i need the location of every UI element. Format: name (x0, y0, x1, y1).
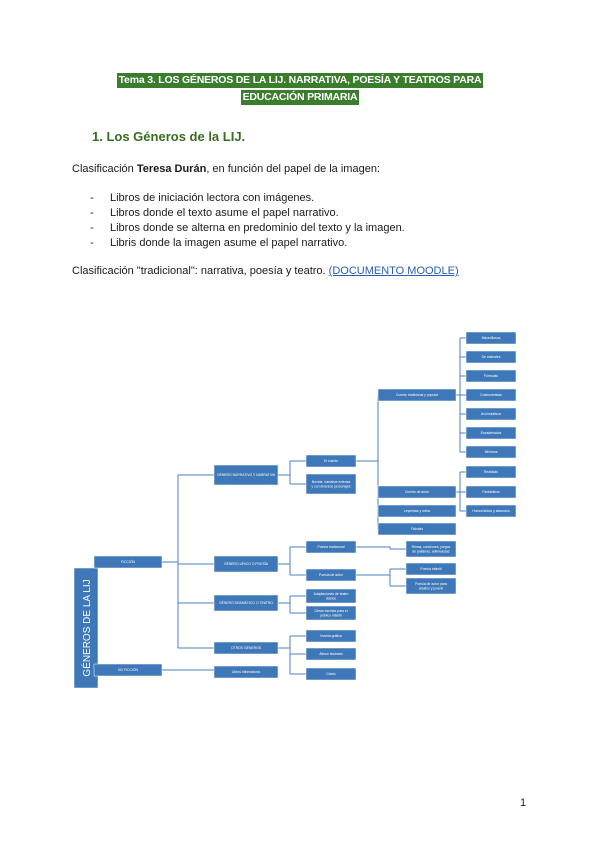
diagram-node-dramatico (213, 594, 279, 612)
diagram-node-label: Realistas (484, 470, 498, 474)
diagram-root-label: GÉNEROS DE LA LIJ (80, 579, 93, 676)
diagram-node-label: y con diversos personajes (311, 484, 351, 488)
diagram-node-a-3 (465, 504, 517, 518)
diagram-node-otros-2 (305, 647, 357, 661)
diagram-node-otros-1 (305, 629, 357, 643)
list-item-text: Libros de iniciación lectora con imágene… (110, 192, 315, 204)
diagram-node-label: Costumbristas (480, 393, 502, 397)
diagram-node-label: OTROS GÉNEROS (231, 645, 262, 650)
diagram-node-label: GÉNERO DRAMÁTICO O TEATRO (219, 600, 273, 605)
diagram-node-label: Cuento tradicional y popular (396, 393, 439, 397)
list-item-text: Libros donde el texto asume el papel nar… (110, 207, 339, 219)
diagram-node-label: Poesía tradicional (318, 545, 345, 549)
diagram-node-label: Adaptaciones de teatro (314, 592, 349, 596)
diagram-node-poesia-trad-child (405, 540, 457, 558)
diagram-node-otros (213, 641, 279, 655)
diagram-node-poesia-trad (305, 540, 357, 554)
diagram-node-tradicional (377, 388, 457, 402)
list-item-text: Libris donde la imagen asume el papel na… (110, 237, 348, 249)
document-title: Tema 3. LOS GÉNEROS DE LA LIJ. NARRATIVA… (0, 71, 600, 105)
diagram-node-teatro-2 (305, 605, 357, 621)
diagram-node-label: Cómic (326, 672, 336, 676)
diagram-node-no-ficcion-child (213, 665, 279, 679)
diagram-node-ficcion (93, 555, 163, 569)
diagram-node-novela (305, 473, 357, 495)
classification-suffix: , en función del papel de la imagen: (206, 163, 380, 175)
diagram-node-t-4 (465, 388, 517, 402)
diagram-node-label: Cuento de autor (405, 490, 430, 494)
diagram-node-poesia-autor (305, 568, 357, 582)
diagram-node-label: GÉNERO LÍRICO O POESÍA (224, 561, 269, 566)
diagram-node-a-1 (465, 465, 517, 479)
diagram-node-teatro-1 (305, 588, 357, 604)
classification-traditional-text: Clasificación "tradicional": narrativa, … (72, 265, 329, 277)
diagram-node-label: de palabras, adivinanzas (412, 549, 450, 553)
diagram-node-label: Fantásticos (482, 490, 500, 494)
title-line-1: Tema 3. LOS GÉNEROS DE LA LIJ. NARRATIVA… (116, 73, 484, 88)
diagram-node-label: clásico (326, 596, 336, 600)
author-name: Teresa Durán (136, 163, 207, 175)
diagram-node-t-2 (465, 350, 517, 364)
diagram-node-t-3 (465, 369, 517, 383)
diagram-node-label: Mínimos (485, 450, 498, 454)
classification-traditional-paragraph: Clasificación "tradicional": narrativa, … (72, 265, 459, 277)
diagram-node-poesia-autor-1 (405, 562, 457, 576)
diagram-node-label: FICCIÓN (121, 559, 135, 564)
diagram-node-narrativo (213, 464, 279, 486)
diagram-node-lirico (213, 555, 279, 573)
page-number: 1 (520, 797, 527, 809)
diagram-node-label: Encadenados (481, 431, 502, 435)
diagram-node-label: Humorísticos y absurdos (472, 509, 510, 513)
diagram-node-label: Novela gráfica (320, 634, 342, 638)
diagram-node-a-2 (465, 485, 517, 499)
diagram-node-label: NO FICCIÓN (118, 667, 139, 672)
diagram-node-t-5 (465, 407, 517, 421)
diagram-node-t-7 (465, 445, 517, 459)
diagram-node-label: Rimas, canciones, juegos (412, 545, 451, 549)
diagram-node-label: Álbum ilustrado (319, 652, 342, 656)
diagram-node-label: Poesía infantil (420, 567, 442, 571)
list-item-text: Libros donde se alterna en predominio de… (110, 222, 405, 234)
diagram-node-t-6 (465, 426, 517, 440)
diagram-node-label: adultos y juvenil (419, 586, 443, 590)
diagram-node-no-ficcion (93, 663, 163, 677)
diagram-node-label: Maravillosos (482, 336, 501, 340)
diagram-node-cuento (305, 454, 357, 468)
diagram-node-label: Novela: narrativa extensa (312, 480, 351, 484)
moodle-document-link[interactable]: (DOCUMENTO MOODLE) (328, 265, 459, 277)
diagram-node-label: público infantil (320, 613, 342, 617)
diagram-node-t-1 (465, 331, 517, 345)
diagram-node-label: Poesía de autor para (415, 582, 447, 586)
diagram-node-otros-3 (305, 667, 357, 681)
diagram-node-label: Poesía de autor (319, 573, 344, 577)
classification-duran-paragraph: Clasificación Teresa Durán, en función d… (72, 163, 380, 175)
diagram-node-label: Obras escritas para el (314, 609, 347, 613)
classification-prefix: Clasificación (72, 163, 137, 175)
diagram-node-label: GÉNERO NARRATIVO Y NARRATIVA (217, 472, 276, 477)
title-line-2: EDUCACIÓN PRIMARIA (240, 90, 360, 105)
diagram-node-label: Leyendas y mitos (404, 509, 431, 513)
diagram-node-autor (377, 485, 457, 499)
diagram-node-label: De animales (482, 355, 501, 359)
diagram-node-poesia-autor-2 (405, 577, 457, 595)
diagram-node-label: Fórmulas (484, 374, 498, 378)
section-heading: 1. Los Géneros de la LIJ. (92, 129, 246, 144)
diagram-node-leyendas (377, 504, 457, 518)
diagram-node-fabulas (377, 522, 457, 536)
diagram-node-label: El cuento (324, 459, 338, 463)
diagram-node-label: Acumulativos (481, 412, 501, 416)
diagram-node-label: Fábulas (411, 527, 423, 531)
diagram-node-label: Libros informativos (232, 670, 261, 674)
